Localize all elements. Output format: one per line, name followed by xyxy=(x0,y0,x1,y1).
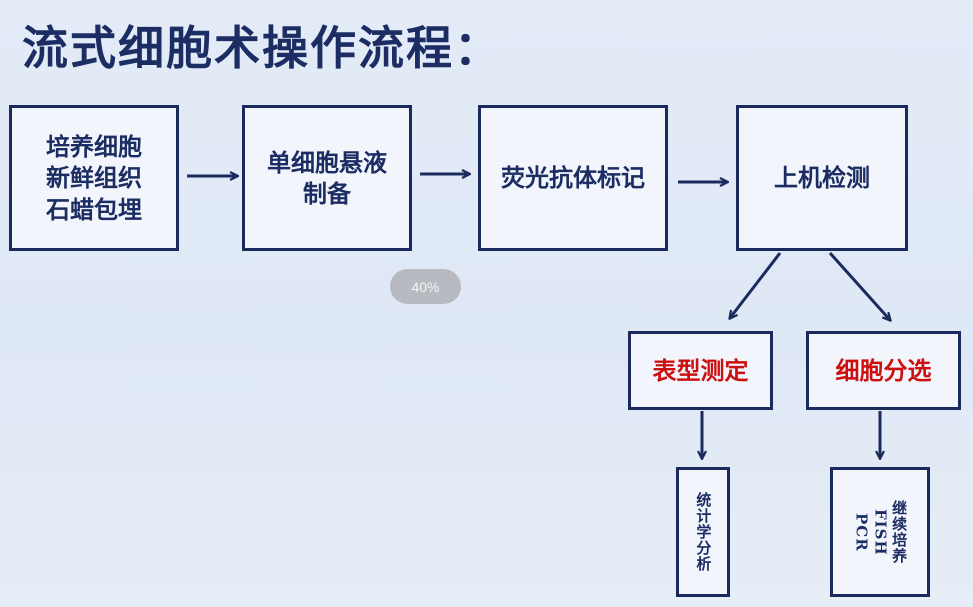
outcome-fish-label: FISH xyxy=(871,508,890,556)
branch-phenotype-box: 表型测定 xyxy=(628,331,773,410)
step-acquisition-label: 上机检测 xyxy=(774,163,870,193)
outcome-pcr-label: PCR xyxy=(852,512,871,552)
branch-sorting-label: 细胞分选 xyxy=(835,355,932,385)
step-sample-label: 培养细胞 新鲜组织 石蜡包埋 xyxy=(46,132,142,224)
step-suspension-box: 单细胞悬液 制备 xyxy=(242,105,412,251)
zoom-level-badge: 40% xyxy=(390,269,461,304)
step-sample-box: 培养细胞 新鲜组织 石蜡包埋 xyxy=(9,105,179,251)
outcome-culture-label: 继续培养 xyxy=(890,500,909,564)
step-suspension-label: 单细胞悬液 制备 xyxy=(267,147,387,208)
arrow-acquisition-to-sorting xyxy=(828,251,890,320)
step-labeling-label: 荧光抗体标记 xyxy=(501,163,645,193)
arrow-acquisition-to-phenotype xyxy=(730,252,782,318)
step-labeling-box: 荧光抗体标记 xyxy=(478,105,668,251)
branch-phenotype-label: 表型测定 xyxy=(652,355,749,385)
page-title: 流式细胞术操作流程： xyxy=(22,21,502,75)
outcome-statistics-label: 统计学分析 xyxy=(694,492,713,572)
branch-sorting-box: 细胞分选 xyxy=(806,331,961,410)
step-acquisition-box: 上机检测 xyxy=(736,105,908,251)
outcome-downstream-labels: 继续培养 FISH PCR xyxy=(852,500,909,564)
outcome-downstream-box: 继续培养 FISH PCR xyxy=(830,467,930,597)
outcome-statistics-box: 统计学分析 xyxy=(676,467,730,597)
